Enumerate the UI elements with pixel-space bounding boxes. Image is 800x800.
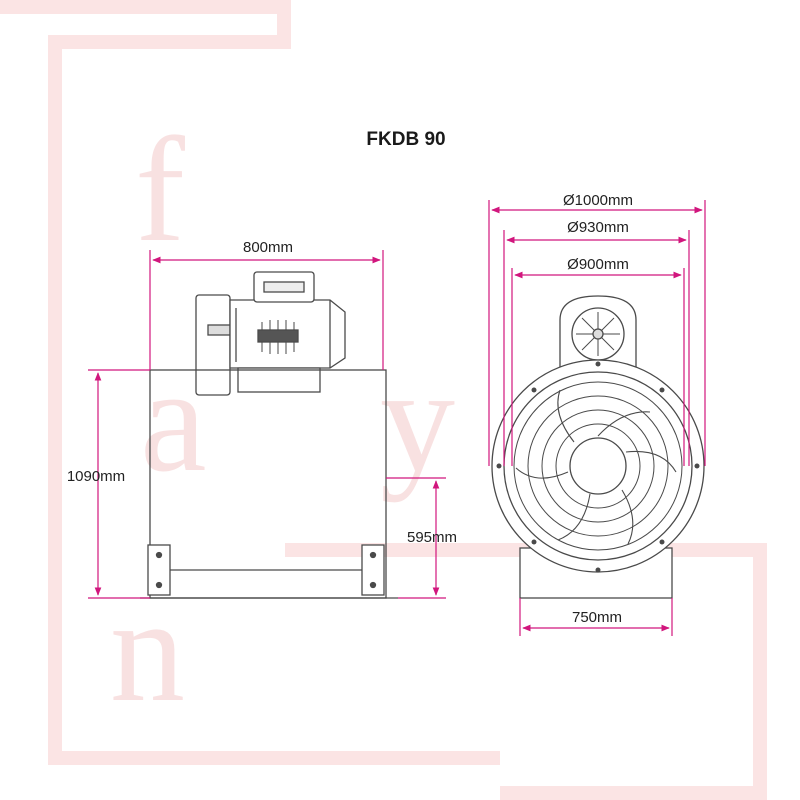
page-title: FKDB 90 — [366, 129, 445, 150]
watermark-letter-y: y — [380, 337, 455, 503]
watermark-band-left — [0, 0, 500, 765]
side-view — [140, 271, 398, 599]
base-width-label: 750mm — [572, 609, 622, 626]
front-dimensions — [488, 200, 706, 636]
flange-bolts — [496, 361, 700, 573]
fan-hub — [569, 437, 627, 495]
bolt — [369, 581, 377, 589]
motor-fan-cap — [195, 294, 231, 396]
flange-diameter-label: Ø930mm — [567, 219, 629, 236]
bolt — [155, 551, 163, 559]
outer-diameter-label: Ø1000mm — [563, 192, 633, 209]
inner-diameter-label: Ø900mm — [567, 256, 629, 273]
side-width-label: 800mm — [243, 239, 293, 256]
side-axis-height-label: 595mm — [407, 529, 457, 546]
motor-shaft — [207, 324, 231, 336]
bolt — [155, 581, 163, 589]
terminal-box-lid — [263, 281, 305, 293]
side-dimensions — [88, 250, 446, 599]
motor-nameplate — [257, 329, 299, 343]
fan-blades — [515, 389, 677, 545]
bolt — [369, 551, 377, 559]
side-height-label: 1090mm — [67, 468, 125, 485]
watermark-letter-f: f — [135, 107, 185, 273]
front-view — [491, 295, 705, 599]
motor-feet — [237, 367, 321, 393]
motor-end-hub — [592, 328, 604, 340]
fan-guard — [513, 381, 683, 551]
